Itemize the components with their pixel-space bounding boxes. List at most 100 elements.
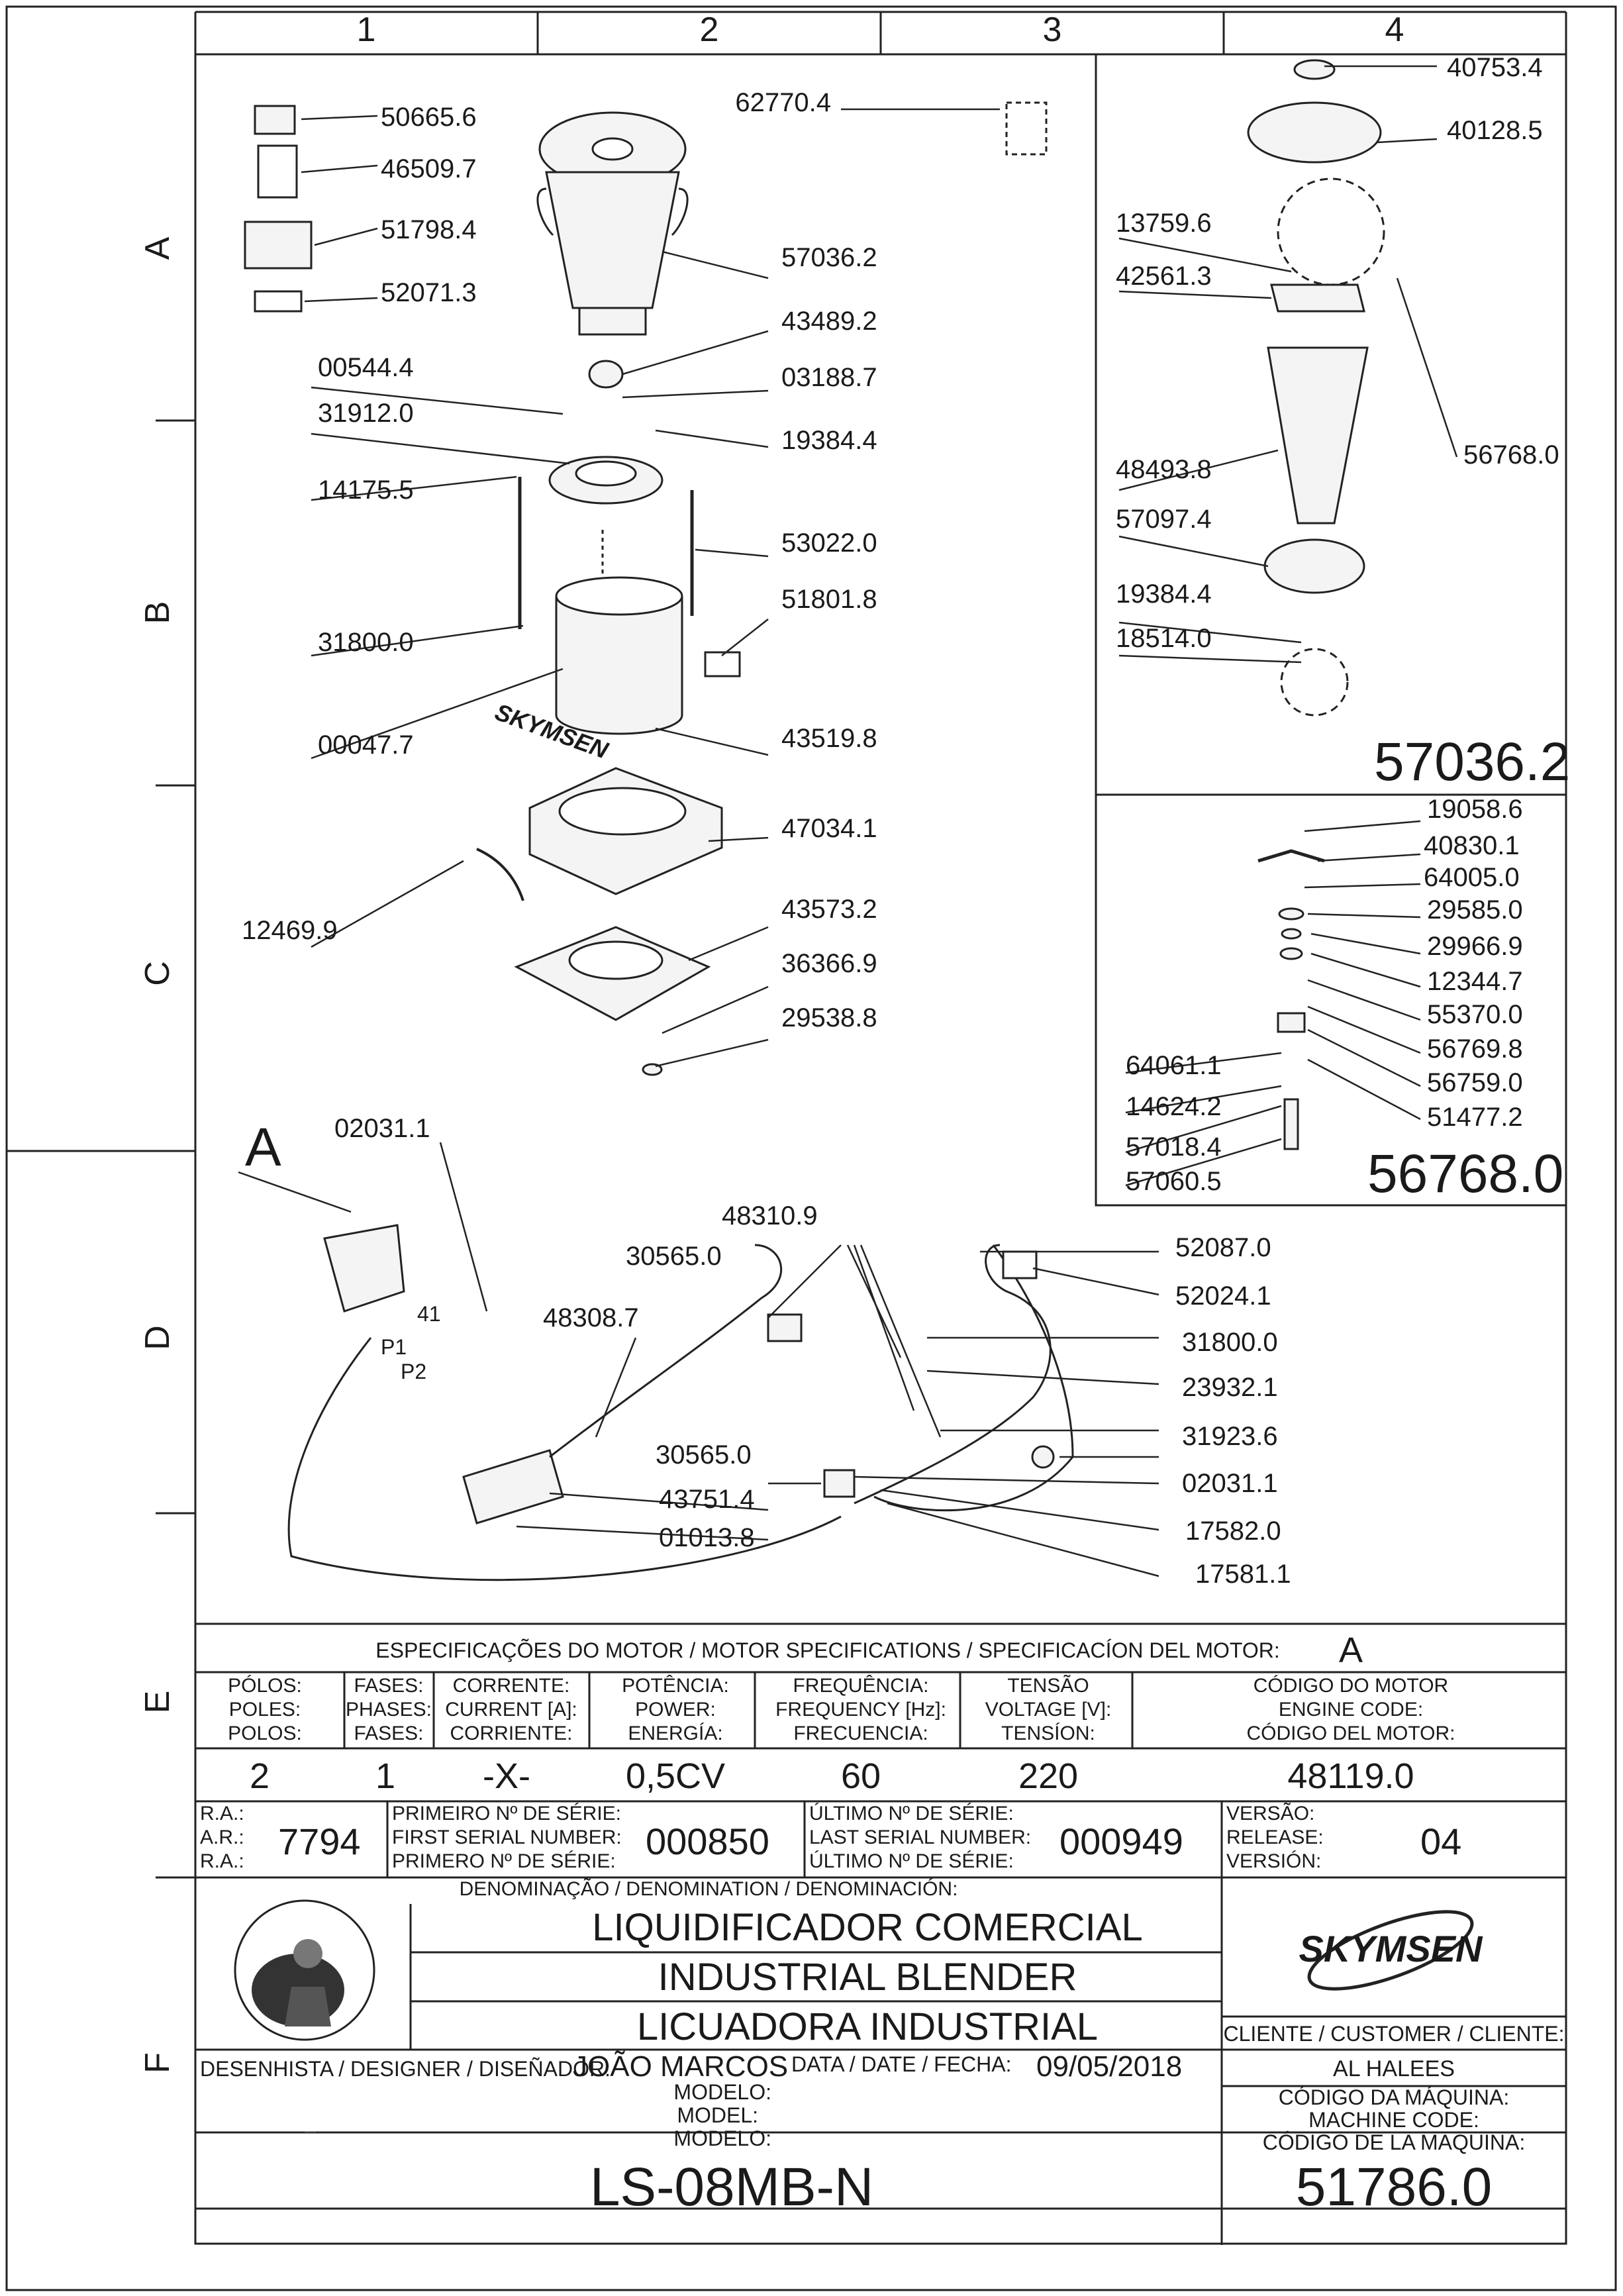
- spec-header: ENGINE CODE:: [1279, 1699, 1423, 1721]
- callout: 29538.8: [781, 1003, 877, 1032]
- grid-row-a: A: [138, 236, 177, 260]
- last-serial-label: LAST SERIAL NUMBER:: [809, 1826, 1031, 1848]
- spec-header: ENERGÍA:: [628, 1722, 722, 1744]
- callout: 13759.6: [1116, 209, 1212, 238]
- callout: 14624.2: [1126, 1092, 1222, 1121]
- ra-label: A.R.:: [200, 1826, 244, 1848]
- wire-label: P1: [381, 1335, 407, 1359]
- callout: 64061.1: [1126, 1051, 1222, 1080]
- callout: 51798.4: [381, 215, 477, 244]
- terminal-block-icon: [462, 1449, 564, 1524]
- spec-header: POTÊNCIA:: [622, 1675, 729, 1697]
- callout: 57060.5: [1126, 1167, 1222, 1196]
- motor-icon: [323, 1224, 405, 1313]
- callout: 30565.0: [626, 1242, 722, 1271]
- spec-value: 2: [250, 1756, 270, 1796]
- callout: 12344.7: [1427, 967, 1523, 996]
- first-serial-value: 000850: [646, 1821, 769, 1862]
- bearing-icon: [1277, 1012, 1306, 1033]
- detail-marker: A: [245, 1117, 281, 1177]
- callout: 52024.1: [1175, 1281, 1271, 1311]
- model-value: LS-08MB-N: [590, 2157, 873, 2217]
- spec-value: 0,5CV: [626, 1756, 725, 1796]
- callout: 29966.9: [1427, 932, 1523, 961]
- callout: 01013.8: [659, 1523, 755, 1552]
- wire-harness-icon: [287, 1337, 842, 1581]
- blade-icon: [1257, 849, 1325, 863]
- callout: 18514.0: [1116, 624, 1212, 653]
- callout: 48308.7: [543, 1303, 639, 1332]
- spec-header: POLES:: [229, 1699, 301, 1721]
- warning-label-icon: [244, 221, 313, 270]
- spec-value: 1: [375, 1756, 395, 1796]
- stamp-text: ASSISTÊNCIA TÉCNICA AUTORIZADA: [305, 2131, 317, 2133]
- callout: 43573.2: [781, 895, 877, 924]
- spec-header: FREQUÊNCIA:: [793, 1675, 928, 1697]
- rating-plate-icon: [254, 290, 303, 313]
- lid-icon: [1247, 101, 1382, 164]
- designer-value: JOÃO MARCOS: [573, 2050, 788, 2083]
- version-label: RELEASE:: [1226, 1826, 1324, 1848]
- product-name-es: LICUADORA INDUSTRIAL: [637, 2005, 1098, 2048]
- spec-header: POLOS:: [228, 1722, 302, 1744]
- spec-value: 220: [1018, 1756, 1078, 1796]
- spec-header: CÓDIGO DO MOTOR: [1254, 1675, 1448, 1697]
- callout: 56768.0: [1463, 440, 1559, 470]
- model-label: MODELO:: [673, 2080, 771, 2104]
- model-label: MODELO:: [673, 2126, 771, 2150]
- motor-spec-title: ESPECIFICAÇÕES DO MOTOR / MOTOR SPECIFIC…: [375, 1638, 1280, 1662]
- date-label: DATA / DATE / FECHA:: [791, 2052, 1011, 2076]
- grid-row-d: D: [138, 1325, 177, 1350]
- grid-col-4: 4: [1385, 11, 1404, 49]
- sticker-icon: [704, 651, 741, 677]
- spec-header: CORRIENTE:: [450, 1722, 572, 1744]
- spec-header: FREQUENCY [Hz]:: [775, 1699, 946, 1721]
- grid-col-2: 2: [700, 11, 719, 49]
- callout: 55370.0: [1427, 1000, 1523, 1029]
- callout: 53022.0: [781, 528, 877, 558]
- ra-value: 7794: [278, 1821, 361, 1862]
- callout: 51477.2: [1427, 1103, 1523, 1132]
- callout: 02031.1: [1182, 1469, 1278, 1498]
- callout: 52071.3: [381, 278, 477, 307]
- grid-col-1: 1: [357, 11, 376, 49]
- spec-header: CORRENTE:: [453, 1675, 570, 1697]
- callout: 46509.7: [381, 154, 477, 183]
- spec-header: TENSÍON:: [1001, 1722, 1095, 1744]
- callout: 02031.1: [334, 1114, 430, 1143]
- spec-header: PHASES:: [346, 1699, 432, 1721]
- spec-header: PÓLOS:: [228, 1675, 302, 1697]
- inner-jar-icon: [1267, 346, 1369, 524]
- callout: 03188.7: [781, 363, 877, 392]
- callout: 12469.9: [242, 916, 338, 945]
- denomination-label: DENOMINAÇÃO / DENOMINATION / DENOMINACIÓ…: [460, 1877, 958, 1900]
- wire-label: P2: [401, 1360, 426, 1383]
- callout: 23932.1: [1182, 1373, 1278, 1402]
- callout: 56769.8: [1427, 1034, 1523, 1064]
- instruction-card-icon: [257, 144, 298, 199]
- spec-header: FRECUENCIA:: [793, 1722, 928, 1744]
- customer-label: CLIENTE / CUSTOMER / CLIENTE:: [1223, 2022, 1564, 2046]
- spec-header: CÓDIGO DEL MOTOR:: [1246, 1722, 1455, 1744]
- spec-value: -X-: [483, 1756, 530, 1796]
- callout: 57036.2: [781, 243, 877, 272]
- motor-spec-title-value: A: [1339, 1630, 1363, 1670]
- ra-label: R.A.:: [200, 1803, 244, 1824]
- callout: 31912.0: [318, 399, 414, 428]
- cable-gland-icon: [1031, 1445, 1055, 1469]
- grid-row-b: B: [138, 601, 177, 624]
- skymsen-logo: SKYMSEN: [1299, 1910, 1483, 1991]
- model-label: MODEL:: [677, 2103, 758, 2127]
- callout: 19058.6: [1427, 795, 1523, 824]
- spec-value: 60: [841, 1756, 881, 1796]
- callout: 40830.1: [1424, 831, 1520, 860]
- callout: 36366.9: [781, 949, 877, 978]
- callout: 47034.1: [781, 814, 877, 843]
- wire-label: 41: [417, 1302, 441, 1326]
- authorized-service-stamp: [234, 1899, 375, 2041]
- first-serial-label: FIRST SERIAL NUMBER:: [392, 1826, 622, 1848]
- coupling-icon: [588, 360, 624, 389]
- machine-code-label: MACHINE CODE:: [1308, 2108, 1479, 2132]
- callout: 40128.5: [1447, 116, 1543, 145]
- grid-row-f: F: [138, 2052, 177, 2073]
